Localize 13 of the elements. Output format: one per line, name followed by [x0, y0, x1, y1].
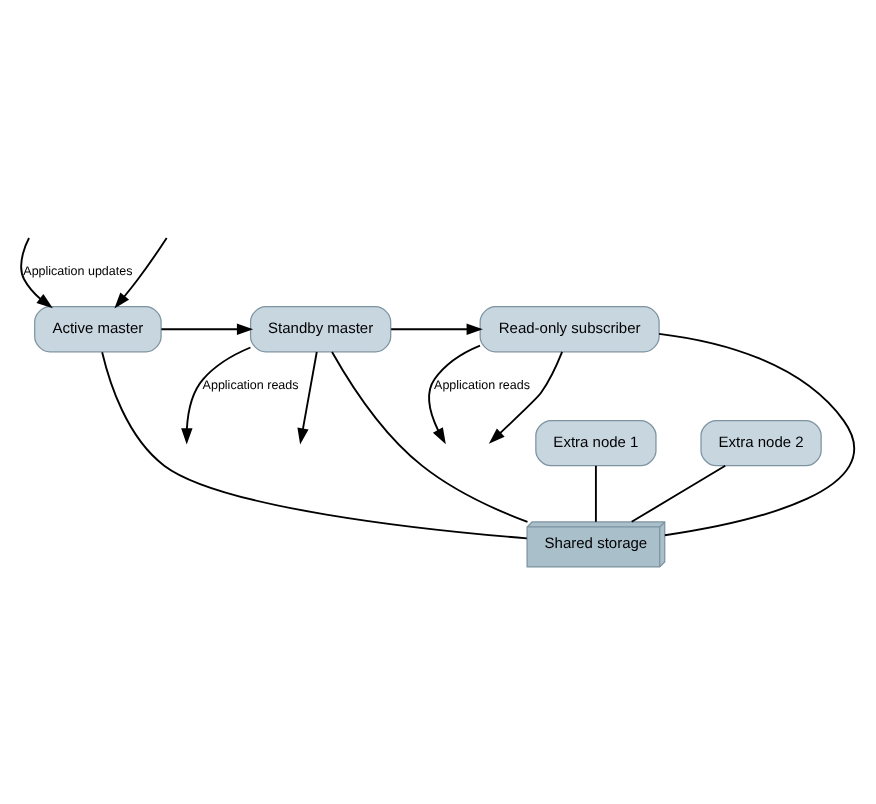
connector — [101, 351, 528, 540]
arrow — [488, 350, 564, 444]
arrow — [114, 237, 168, 309]
arrow — [428, 344, 481, 445]
connector — [658, 332, 855, 537]
arrow — [20, 237, 53, 309]
arrow — [181, 346, 252, 445]
connector — [331, 351, 529, 523]
connector — [594, 464, 597, 523]
arrow — [160, 323, 254, 335]
arrow — [297, 351, 318, 445]
arrow — [390, 323, 483, 335]
connector — [630, 464, 727, 523]
